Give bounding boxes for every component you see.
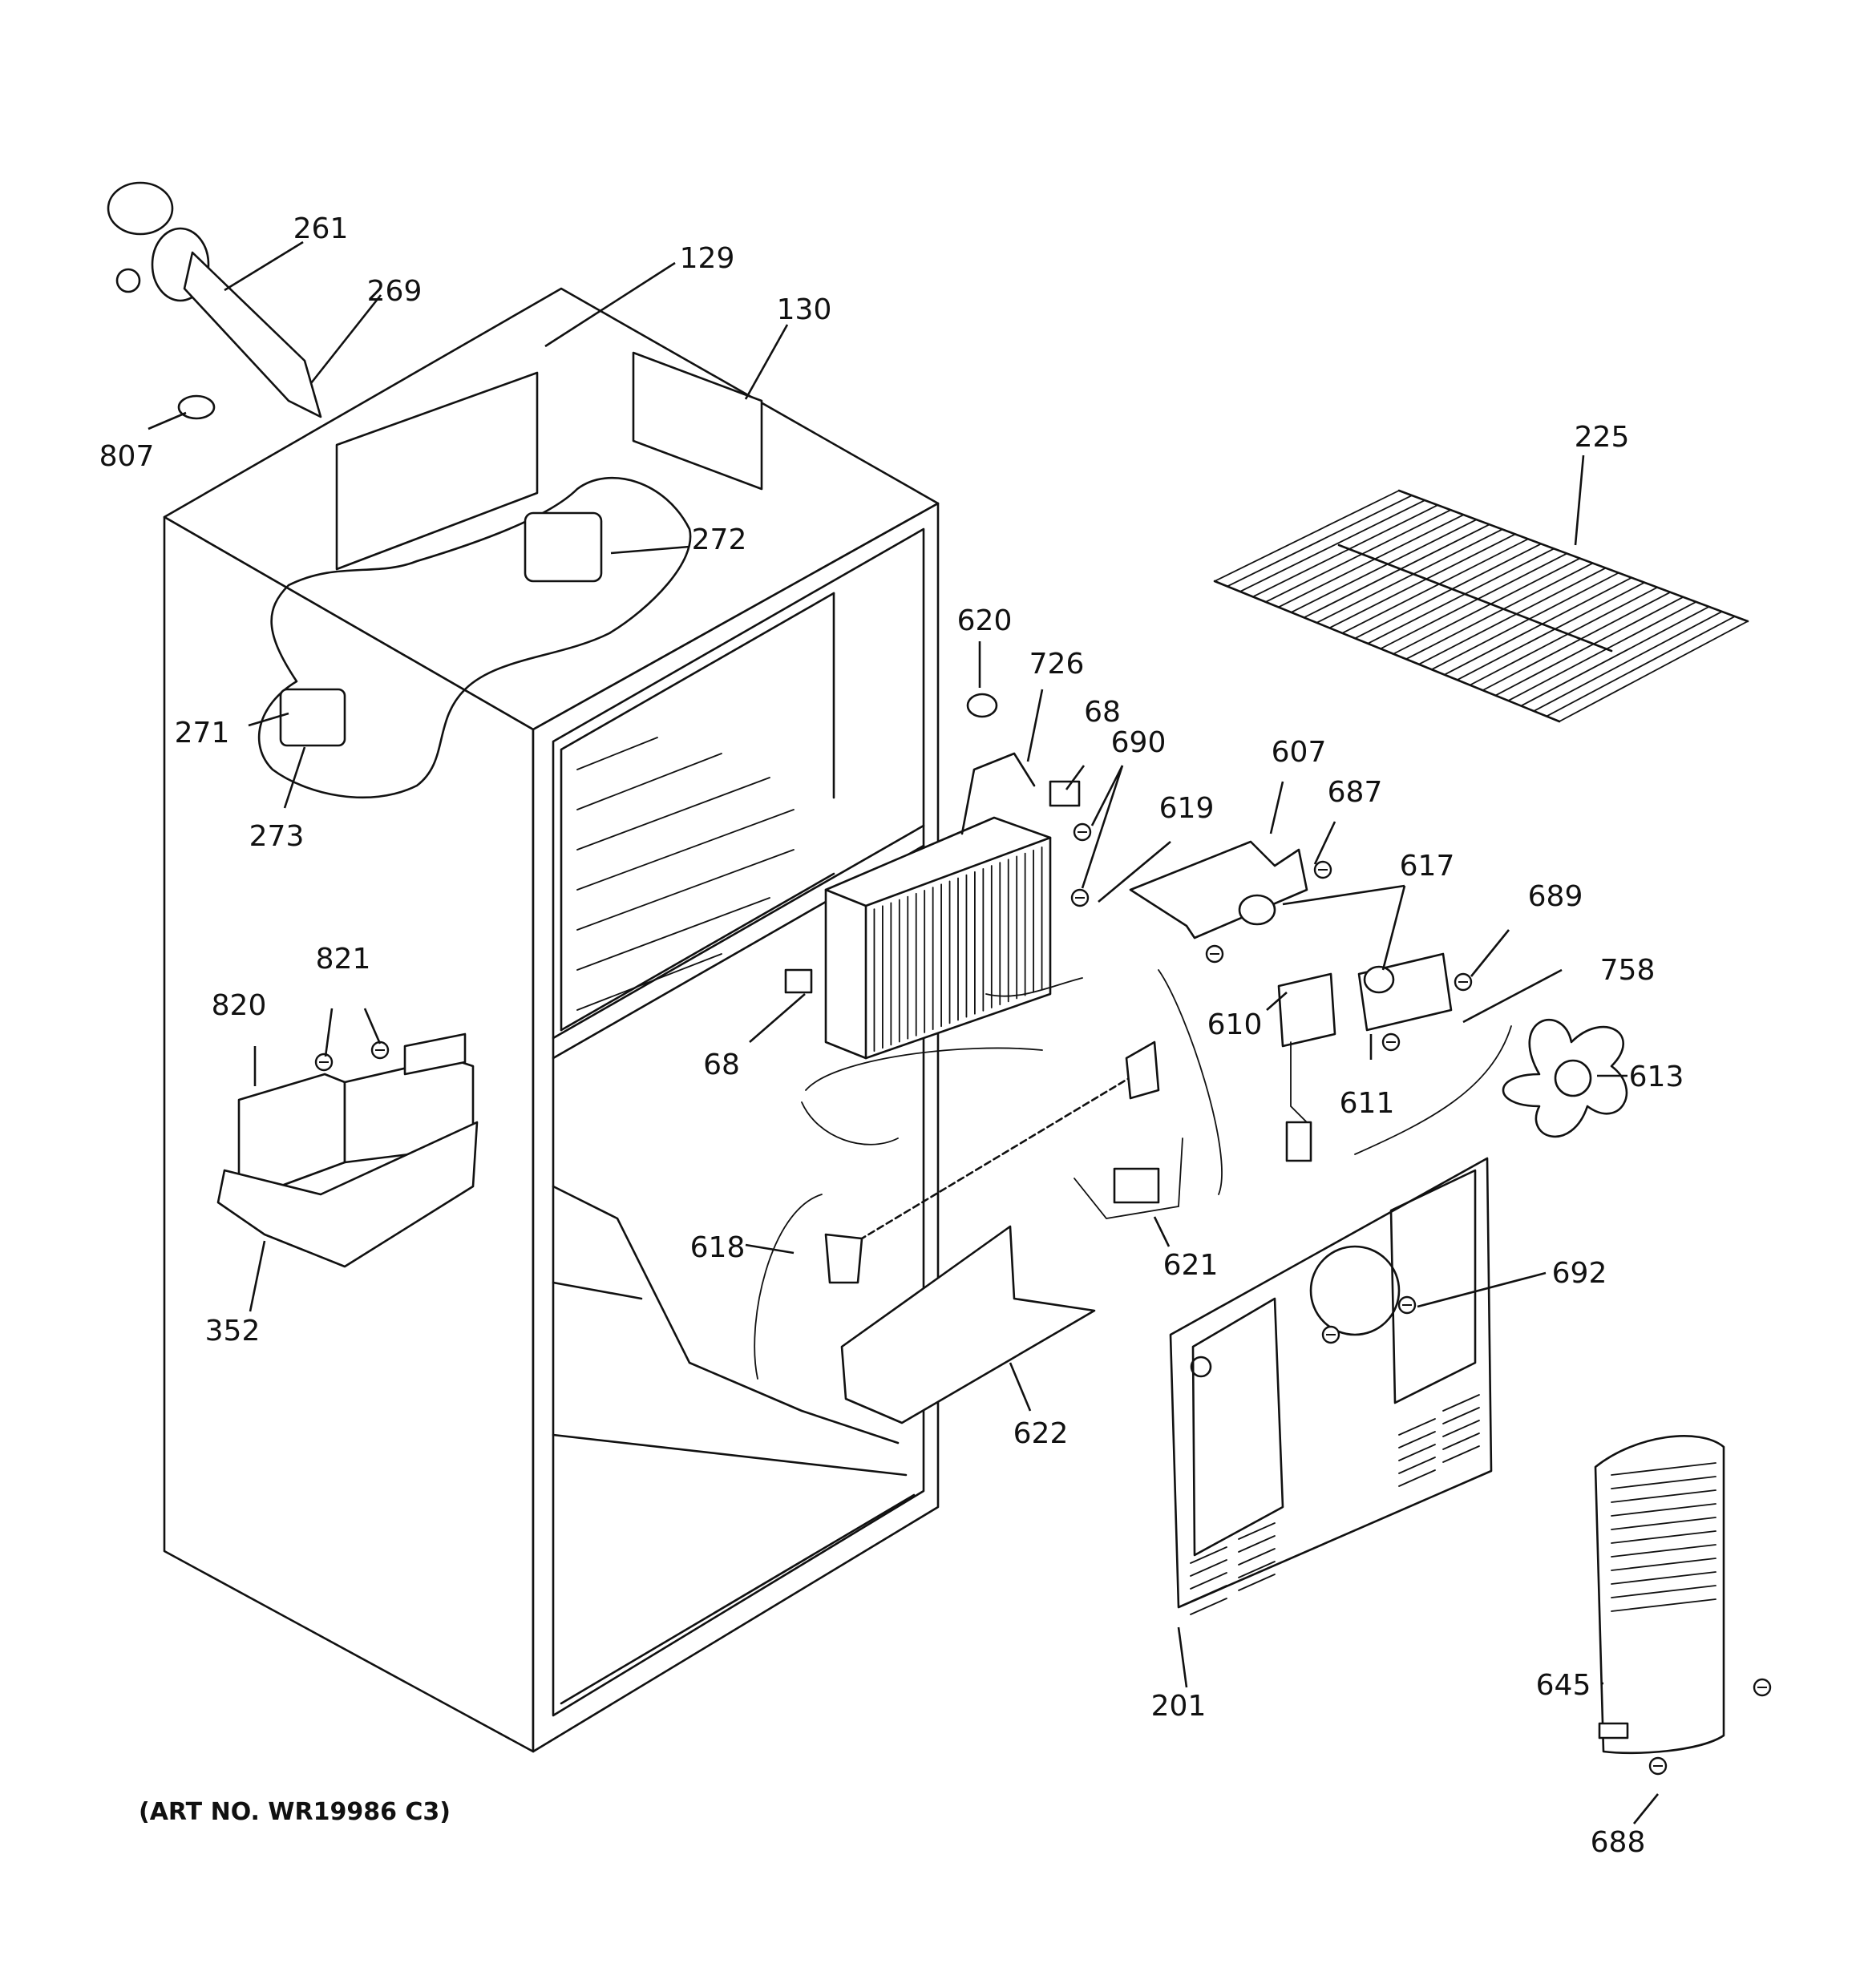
callout-690: 690 [1111,726,1167,759]
art-number: (ART NO. WR19986 C3) [139,1798,451,1826]
fan-blade [1354,1019,1628,1155]
thermostat-620 [966,693,998,718]
clip-807 [177,394,216,420]
callout-68: 68 [1084,696,1121,729]
callout-689: 689 [1528,880,1583,913]
water-inlet-assembly [107,181,322,418]
callout-271: 271 [175,717,230,750]
callout-607: 607 [1272,736,1327,769]
callout-726: 726 [1029,648,1085,681]
callout-225: 225 [1575,421,1630,454]
callout-201: 201 [1151,1690,1207,1723]
fan-bracket [1129,840,1336,1162]
drain-trough [840,1225,1096,1424]
callout-261: 261 [293,212,349,245]
callout-617: 617 [1400,850,1455,883]
callout-610: 610 [1207,1008,1263,1041]
callout-611: 611 [1340,1087,1395,1120]
callout-821: 821 [316,943,371,976]
callout-619: 619 [1159,792,1215,825]
callout-272: 272 [692,523,747,556]
callout-621: 621 [1163,1249,1219,1282]
callout-688: 688 [1591,1826,1646,1859]
motor-mount-611 [1357,952,1453,1032]
ice-maker [216,1032,479,1268]
front-grille [1594,1435,1725,1755]
callout-273: 273 [249,820,305,853]
callout-687: 687 [1328,776,1383,809]
callout-68: 68 [703,1049,740,1081]
callout-758: 758 [1600,954,1656,987]
callout-620: 620 [957,604,1013,637]
clip-621 [1074,1137,1183,1219]
evaporator-cover [1169,1157,1493,1615]
evaporator [784,752,1081,1060]
cabinet [163,287,940,1753]
callout-622: 622 [1013,1417,1069,1450]
callout-129: 129 [680,242,735,275]
wire-shelf [1213,489,1749,723]
callout-618: 618 [690,1231,746,1264]
callout-645: 645 [1536,1669,1591,1702]
callout-130: 130 [777,293,832,326]
callout-352: 352 [205,1315,261,1348]
screws [314,822,1772,1776]
callout-labels: 2611292691308072252726207266869061960768… [99,212,1684,1859]
callout-692: 692 [1552,1257,1607,1290]
callout-613: 613 [1629,1061,1684,1093]
leader-lines [148,240,1660,1824]
defrost-heater [754,969,1223,1380]
callout-269: 269 [367,275,423,308]
callout-820: 820 [212,989,267,1022]
callout-807: 807 [99,440,155,473]
